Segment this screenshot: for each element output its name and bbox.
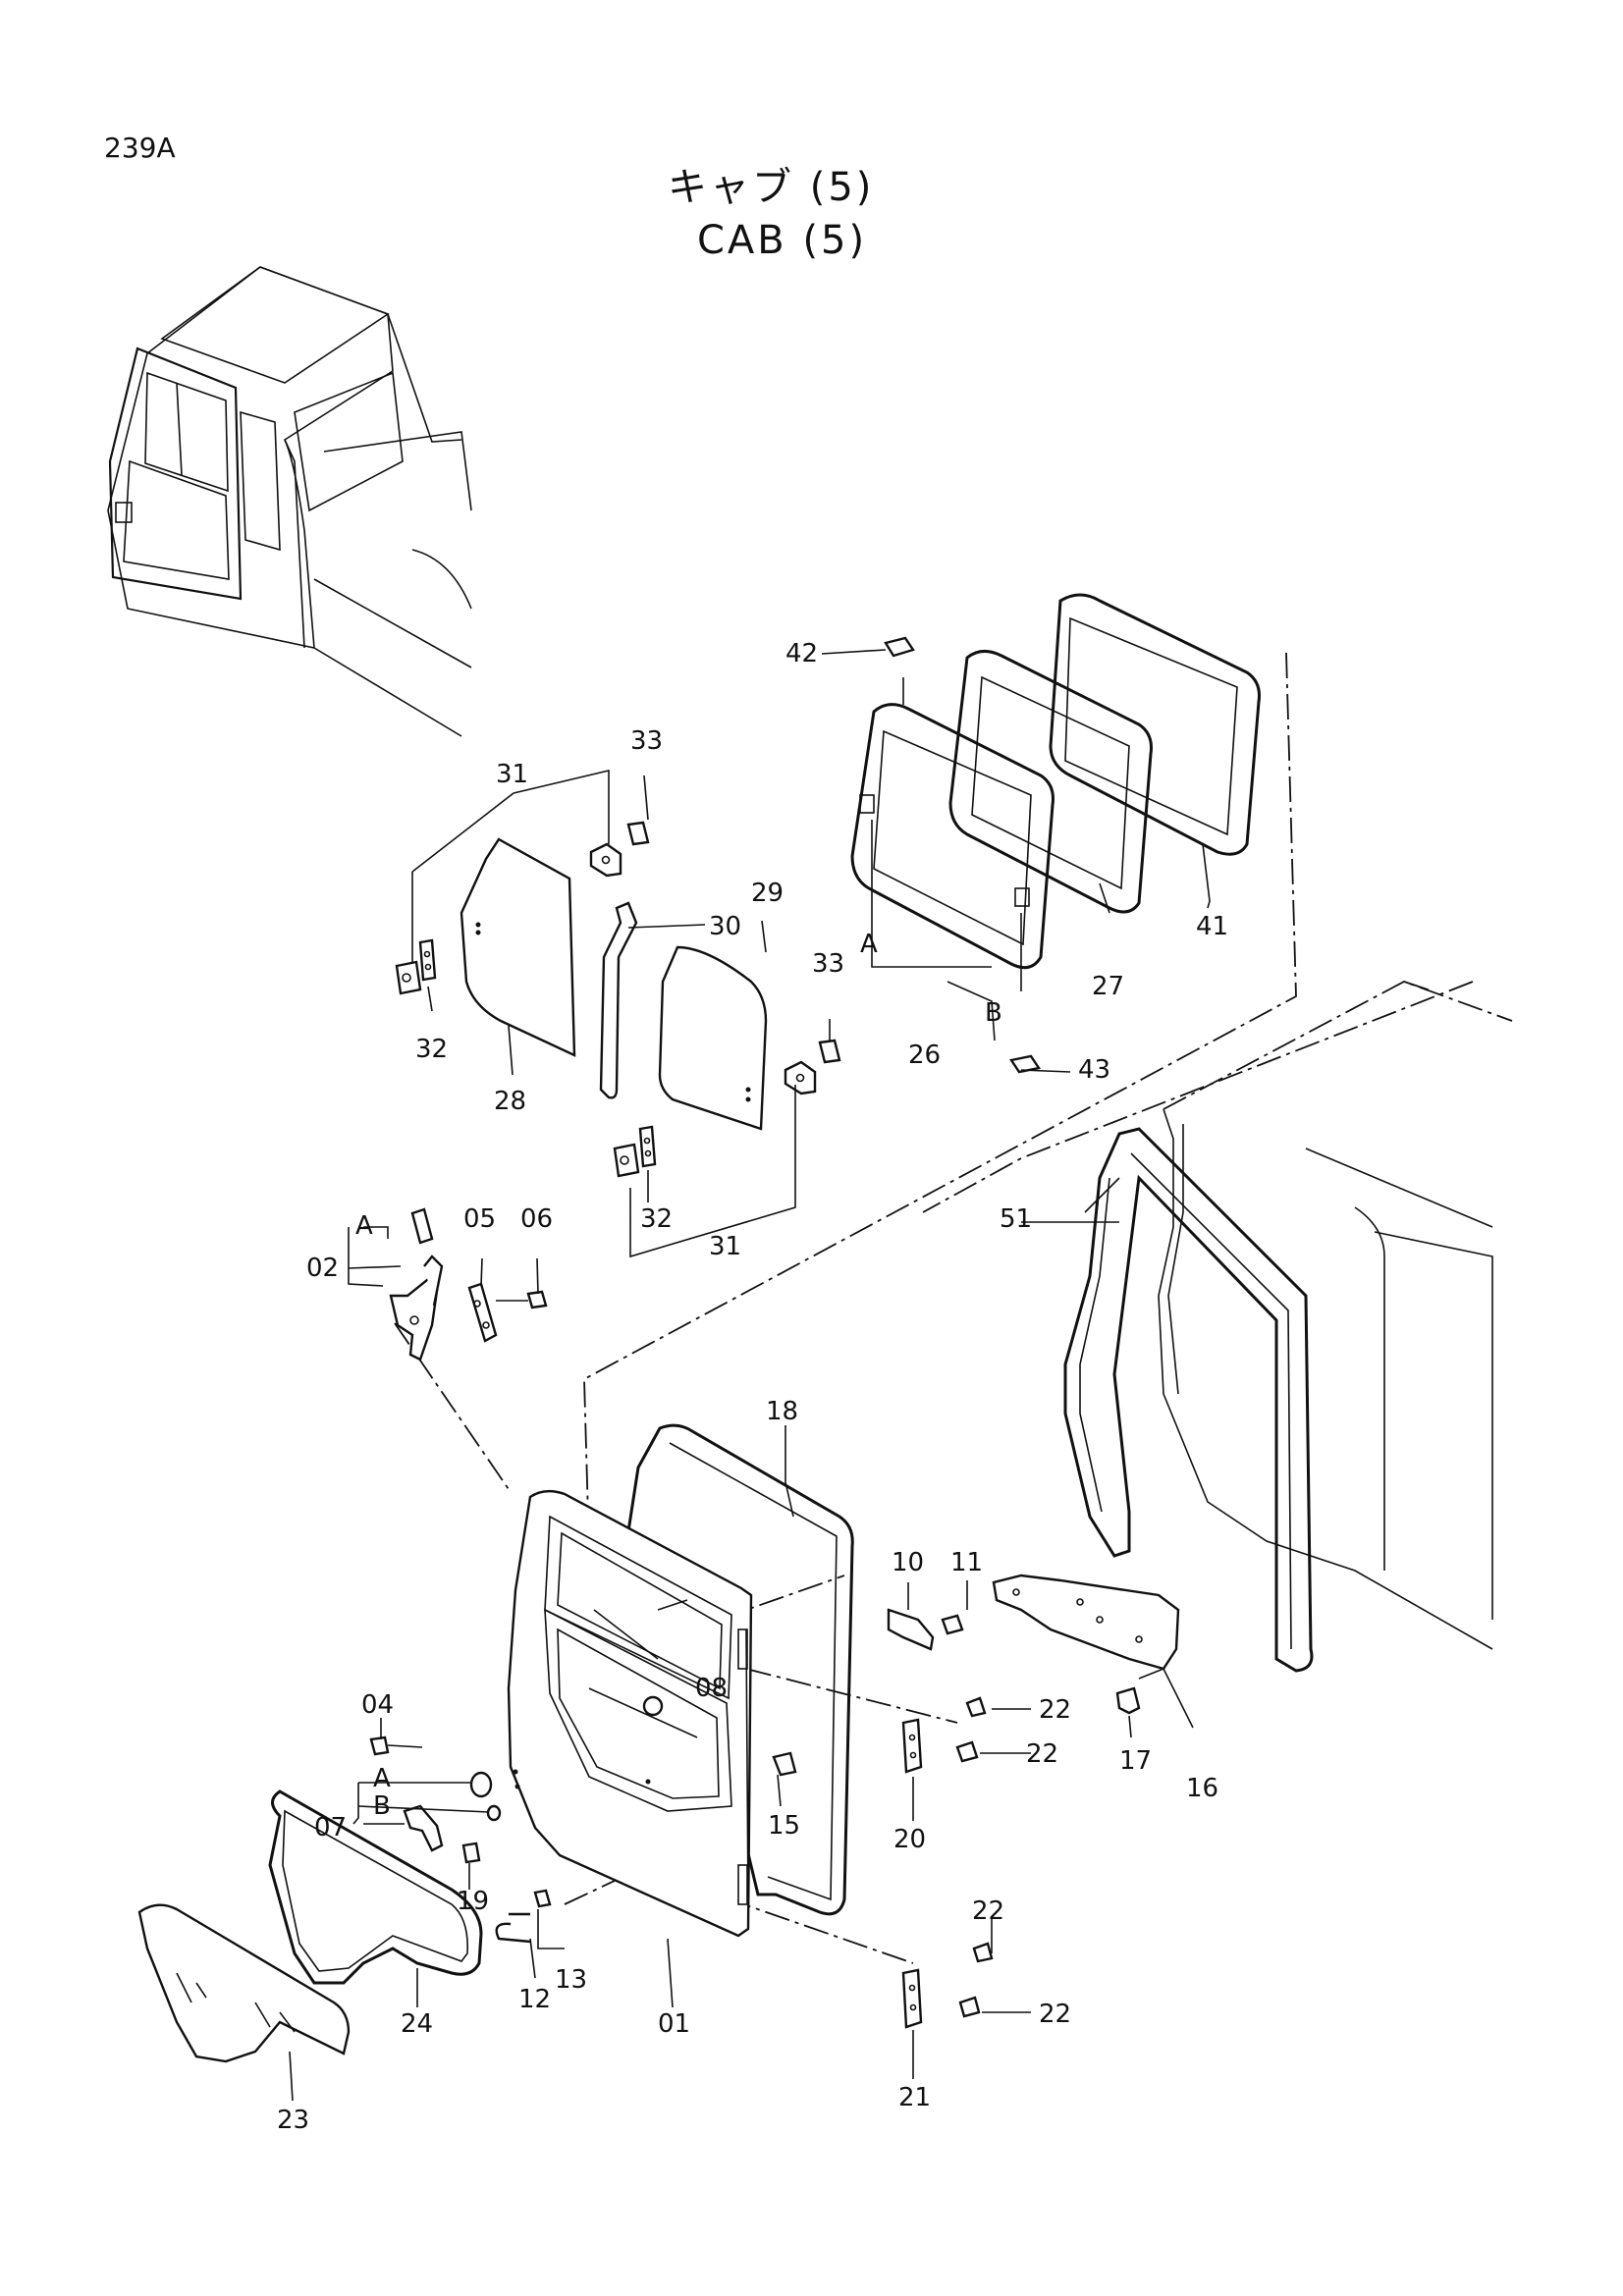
label-18: 18 <box>766 1397 798 1426</box>
part-26-sliding-window-frame <box>850 703 1055 970</box>
label-01: 01 <box>658 2009 690 2039</box>
hinge-and-bracket-hardware <box>772 1574 1180 2029</box>
label-33-lower: 33 <box>812 949 844 979</box>
label-15: 15 <box>768 1811 800 1841</box>
label-23: 23 <box>277 2106 309 2135</box>
part-27-window-frame <box>948 650 1153 914</box>
label-51: 51 <box>1000 1204 1032 1234</box>
part-30-seal-strip <box>599 901 638 1099</box>
ref-A-upper: A <box>860 930 878 959</box>
label-29: 29 <box>751 879 784 908</box>
label-30: 30 <box>709 912 741 941</box>
label-32-lower: 32 <box>640 1204 673 1234</box>
part-43-stopper <box>1009 1054 1041 1074</box>
label-41: 41 <box>1196 912 1228 941</box>
part-24-glass-seal <box>268 1789 483 1985</box>
label-24: 24 <box>401 2009 433 2039</box>
label-22-c: 22 <box>972 1896 1004 1926</box>
left-side-small-parts <box>369 1735 552 1944</box>
cab-overview-illustration <box>107 266 472 737</box>
title-english: CAB (5) <box>697 218 867 263</box>
leader-lines <box>289 649 1211 2102</box>
label-22-d: 22 <box>1039 2000 1071 2029</box>
part-51-opening-seal <box>1063 1127 1314 1673</box>
label-08: 08 <box>695 1674 728 1703</box>
part-42-stopper <box>884 636 915 658</box>
label-27: 27 <box>1092 972 1124 1001</box>
part-23-glass <box>137 1903 351 2063</box>
part-41-window-seal <box>1049 593 1261 856</box>
label-11: 11 <box>950 1548 983 1577</box>
label-31-upper: 31 <box>496 760 528 789</box>
cab-body-outline <box>1158 981 1513 1650</box>
ref-A-handle: A <box>373 1764 391 1793</box>
label-06: 06 <box>520 1204 553 1234</box>
part-01-door <box>507 1489 753 1938</box>
label-28: 28 <box>494 1087 526 1116</box>
label-20: 20 <box>893 1825 926 1854</box>
part-31-32-33-hardware-lower <box>613 1039 841 1178</box>
part-number-labels: 42 43 41 27 26 A B 33 31 32 28 30 29 33 … <box>277 639 1228 2135</box>
label-26: 26 <box>908 1041 941 1070</box>
label-12: 12 <box>518 1985 551 2014</box>
part-31-32-33-hardware-upper <box>395 821 650 995</box>
title-japanese: キャブ (5) <box>668 165 874 210</box>
label-22-a: 22 <box>1039 1695 1071 1725</box>
label-16: 16 <box>1186 1774 1218 1803</box>
ref-B-upper: B <box>985 998 1002 1028</box>
part-05-06-striker <box>467 1282 548 1343</box>
part-02-door-lock <box>389 1207 444 1362</box>
part-29-glass <box>658 945 768 1131</box>
ref-B-handle: B <box>373 1791 391 1821</box>
part-28-glass <box>460 837 576 1057</box>
label-42: 42 <box>785 639 818 668</box>
label-07: 07 <box>314 1813 347 1842</box>
page-code: 239A <box>104 132 176 164</box>
label-04: 04 <box>361 1690 394 1720</box>
label-13: 13 <box>555 1965 587 1995</box>
label-33-upper: 33 <box>630 726 663 756</box>
ref-A-lock: A <box>355 1211 373 1241</box>
label-31-lower: 31 <box>709 1232 741 1261</box>
label-17: 17 <box>1119 1746 1152 1776</box>
label-32-upper: 32 <box>415 1035 448 1064</box>
label-02: 02 <box>306 1254 339 1283</box>
label-19: 19 <box>457 1887 489 1916</box>
label-22-b: 22 <box>1026 1739 1058 1769</box>
label-05: 05 <box>463 1204 496 1234</box>
label-43: 43 <box>1078 1055 1110 1085</box>
label-21: 21 <box>898 2083 931 2112</box>
label-10: 10 <box>892 1548 924 1577</box>
